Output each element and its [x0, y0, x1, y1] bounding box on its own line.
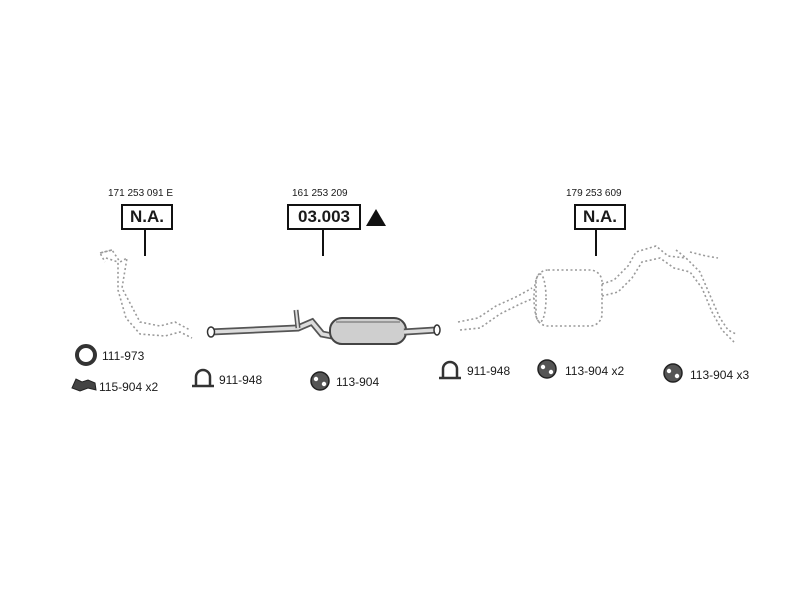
label-clamp-2: 911-948	[467, 364, 511, 378]
clamp-icon	[439, 360, 461, 380]
bracket-icon	[71, 378, 97, 392]
oe-number-center-silencer: 161 253 209	[292, 188, 348, 199]
label-clamp-1: 911-948	[219, 373, 263, 387]
label-ring: 111-973	[102, 349, 145, 363]
oe-number-front-pipe: 171 253 091 E	[108, 188, 174, 199]
label-mount-1: 113-904	[336, 375, 380, 389]
ring-icon	[75, 344, 97, 366]
label-bracket: 115-904 x2	[99, 380, 159, 394]
triangle-marker-icon	[366, 209, 386, 226]
label-mount-2: 113-904 x2	[565, 364, 625, 378]
code-box-center-silencer: 03.003	[287, 204, 361, 230]
center-silencer-drawing	[206, 309, 441, 345]
code-box-rear-silencer: N.A.	[574, 204, 626, 230]
label-mount-3: 113-904 x3	[690, 368, 750, 382]
rubber-mount-icon	[663, 363, 683, 383]
rubber-mount-icon	[537, 359, 557, 379]
oe-number-rear-silencer: 179 253 609	[566, 188, 622, 199]
rear-silencer-outline	[457, 245, 737, 343]
clamp-icon	[192, 368, 214, 388]
code-box-front-pipe: N.A.	[121, 204, 173, 230]
front-pipe-outline	[98, 249, 193, 339]
rubber-mount-icon	[310, 371, 330, 391]
